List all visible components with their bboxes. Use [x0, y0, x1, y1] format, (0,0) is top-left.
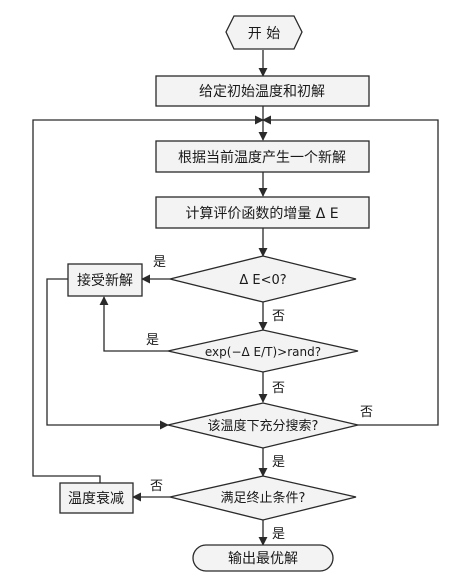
check-exp-node: exp(−Δ E/T)>rand? — [167, 329, 359, 373]
edge-accept-search — [46, 278, 169, 430]
compute-shape — [155, 196, 370, 229]
start-shape — [225, 15, 303, 50]
init-node: 给定初始温度和初解 — [155, 75, 370, 107]
generate-label: 根据当前温度产生一个新解 — [178, 149, 346, 166]
label-delta-yes: 是 — [153, 255, 166, 270]
edge-cool-loop — [32, 115, 264, 483]
search-done-node: 该温度下充分搜索? — [167, 402, 359, 449]
check-exp-label: exp(−Δ E/T)>rand? — [205, 345, 321, 359]
search-done-label: 该温度下充分搜索? — [208, 418, 319, 434]
accept-shape — [67, 263, 143, 297]
check-delta-node: Δ E<0? — [169, 255, 357, 303]
label-delta-no: 否 — [272, 309, 285, 324]
init-label: 给定初始温度和初解 — [199, 83, 325, 100]
edges — [32, 50, 439, 546]
label-exp-yes: 是 — [146, 333, 159, 348]
generate-node: 根据当前温度产生一个新解 — [155, 140, 370, 173]
compute-node: 计算评价函数的增量 Δ E — [155, 196, 370, 229]
edge-exp-yes — [99, 296, 168, 352]
init-shape — [155, 75, 370, 107]
label-search-no: 否 — [360, 405, 373, 420]
stop-check-node: 满足终止条件? — [169, 475, 357, 521]
edge-search-no — [262, 115, 439, 426]
label-search-yes: 是 — [272, 455, 285, 470]
edge-labels: 是 否 是 否 否 是 否 是 — [146, 255, 373, 542]
check-exp-shape — [167, 329, 359, 373]
cool-shape — [59, 482, 134, 514]
label-stop-no: 否 — [150, 479, 163, 494]
accept-label: 接受新解 — [77, 272, 133, 289]
start-node: 开 始 — [225, 15, 303, 50]
stop-check-label: 满足终止条件? — [221, 490, 306, 506]
compute-label: 计算评价函数的增量 Δ E — [185, 206, 338, 222]
output-node: 输出最优解 — [192, 544, 334, 572]
label-stop-yes: 是 — [272, 527, 285, 542]
cool-label: 温度衰减 — [68, 490, 124, 507]
label-exp-no: 否 — [272, 381, 285, 396]
check-delta-shape — [169, 255, 357, 303]
start-label: 开 始 — [248, 26, 280, 42]
search-done-shape — [167, 402, 359, 449]
accept-node: 接受新解 — [67, 263, 143, 297]
output-shape — [192, 544, 334, 572]
output-label: 输出最优解 — [228, 551, 298, 567]
cool-node: 温度衰减 — [59, 482, 134, 514]
generate-shape — [155, 140, 370, 173]
check-delta-label: Δ E<0? — [239, 273, 286, 288]
stop-check-shape — [169, 475, 357, 521]
